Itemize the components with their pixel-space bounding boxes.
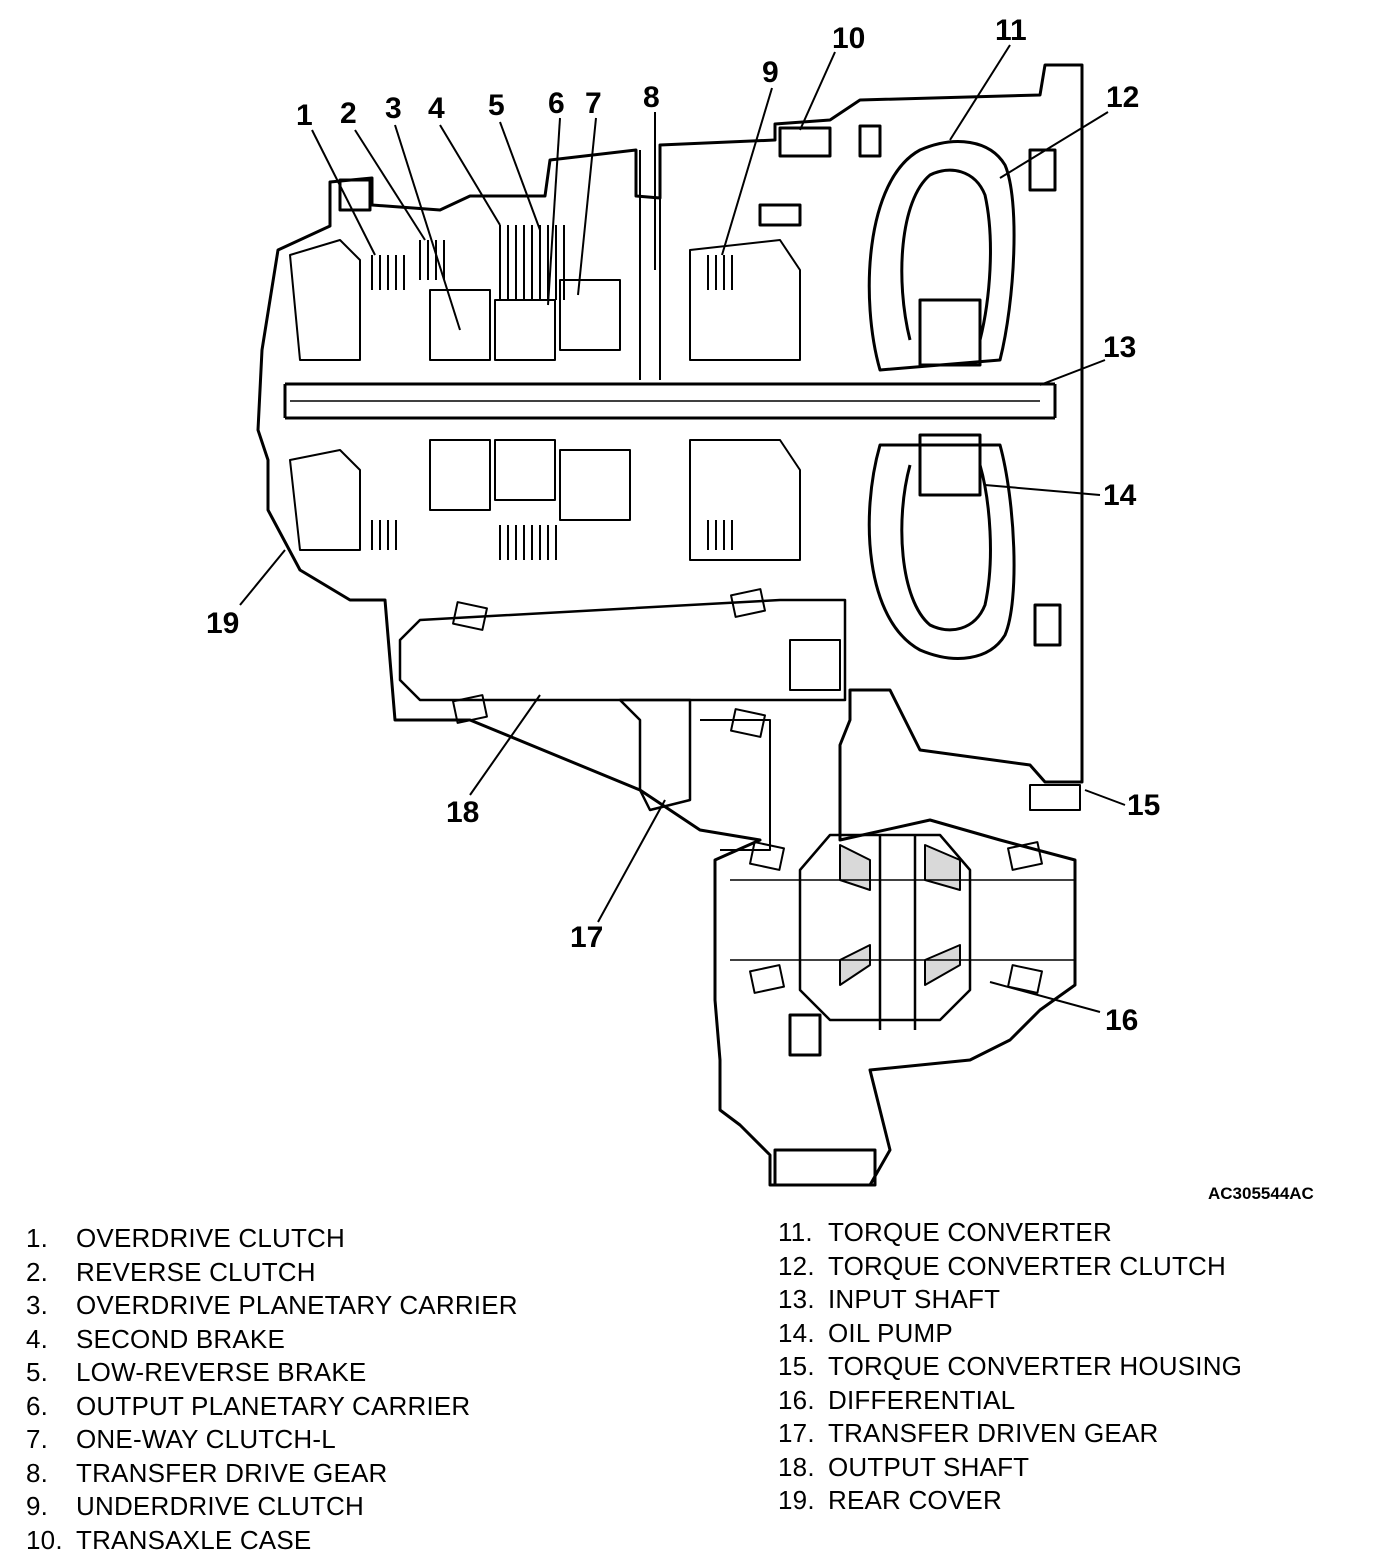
legend-item-15: 15.TORQUE CONVERTER HOUSING <box>778 1351 1243 1381</box>
legend-item-1: 1.OVERDRIVE CLUTCH <box>26 1223 346 1253</box>
figure-id: AC305544AC <box>1208 1184 1314 1200</box>
output-shaft <box>398 598 847 702</box>
legend-item-4: 4.SECOND BRAKE <box>26 1323 286 1354</box>
callout-12: 12 <box>1106 81 1139 114</box>
legend-item-12: 12.TORQUE CONVERTER CLUTCH <box>778 1250 1227 1281</box>
callout-17: 17 <box>570 921 603 954</box>
callout-14: 14 <box>1103 479 1137 512</box>
legend-item-10: 10.TRANSAXLE CASE <box>26 1524 312 1555</box>
legend-item-11: 11.TORQUE CONVERTER <box>778 1217 1112 1247</box>
leader-lines <box>239 44 1126 1013</box>
callout-11: 11 <box>995 14 1027 47</box>
transaxle-cross-section-diagram: 1 2 3 4 5 6 7 8 9 10 11 12 13 14 15 16 1… <box>206 14 1314 1200</box>
legend-item-13: 13.INPUT SHAFT <box>778 1284 1001 1314</box>
transfer-driven-gear <box>618 698 692 812</box>
legend-item-5: 5.LOW-REVERSE BRAKE <box>26 1357 367 1387</box>
callout-18: 18 <box>446 796 479 829</box>
callout-13: 13 <box>1103 331 1136 364</box>
legend-item-2: 2.REVERSE CLUTCH <box>26 1256 316 1287</box>
callout-4: 4 <box>428 92 445 125</box>
callout-7: 7 <box>585 87 602 120</box>
legend-item-8: 8.TRANSFER DRIVE GEAR <box>26 1457 388 1488</box>
legend-item-17: 17.TRANSFER DRIVEN GEAR <box>778 1418 1159 1448</box>
legend-item-3: 3.OVERDRIVE PLANETARY CARRIER <box>26 1290 518 1320</box>
callout-10: 10 <box>832 22 865 55</box>
torque-converter-lower <box>867 443 1016 660</box>
torque-converter-upper <box>867 140 1016 372</box>
callout-1: 1 <box>296 99 313 132</box>
callout-2: 2 <box>340 97 357 130</box>
input-shaft <box>283 382 1057 420</box>
callout-15: 15 <box>1127 789 1160 822</box>
legend-right: 11.TORQUE CONVERTER 12.TORQUE CONVERTER … <box>778 1216 1242 1518</box>
callout-6: 6 <box>548 87 565 120</box>
transaxle-case-outline <box>256 63 1084 1187</box>
callout-16: 16 <box>1105 1004 1138 1037</box>
legend-item-9: 9.UNDERDRIVE CLUTCH <box>26 1491 364 1521</box>
legend-item-18: 18.OUTPUT SHAFT <box>778 1451 1030 1482</box>
callout-3: 3 <box>385 92 402 125</box>
callout-8: 8 <box>643 81 660 114</box>
callout-19: 19 <box>206 607 239 640</box>
differential <box>798 833 972 1022</box>
callout-9: 9 <box>762 56 779 89</box>
clutch-packs <box>371 225 733 560</box>
legend-item-6: 6.OUTPUT PLANETARY CARRIER <box>26 1390 471 1421</box>
callout-5: 5 <box>488 89 505 122</box>
legend-item-14: 14.OIL PUMP <box>778 1317 953 1348</box>
legend-item-7: 7.ONE-WAY CLUTCH-L <box>26 1424 336 1454</box>
legend-item-19: 19.REAR COVER <box>778 1485 1002 1515</box>
legend-left: 1.OVERDRIVE CLUTCH 2.REVERSE CLUTCH 3.OV… <box>26 1222 518 1557</box>
legend-item-16: 16.DIFFERENTIAL <box>778 1384 1016 1415</box>
